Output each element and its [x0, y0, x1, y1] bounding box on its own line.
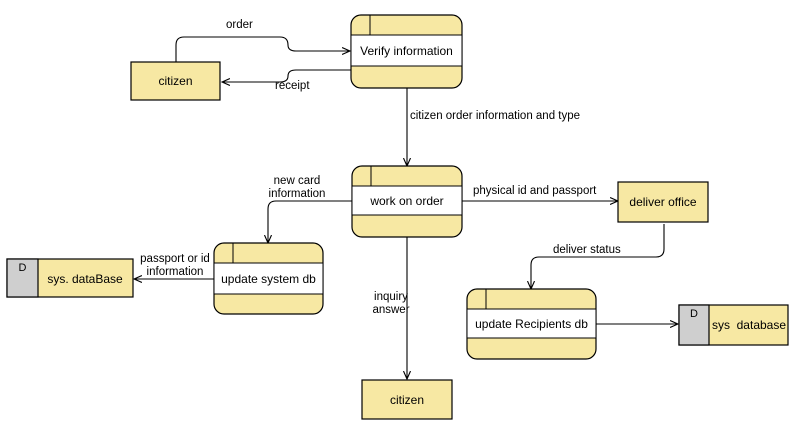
flow-label-order: order [226, 19, 253, 31]
datastore-sys-database-left[interactable]: D sys. dataBase [6, 258, 134, 298]
process-update-system-label: update system db [221, 272, 316, 286]
process-update-recipients-label: update Recipients db [475, 317, 588, 331]
flow-label-receipt: receipt [275, 80, 310, 92]
process-update-system-db[interactable]: update system db [213, 242, 324, 315]
process-work-on-order[interactable]: work on order [351, 165, 463, 238]
entity-deliver-office[interactable]: deliver office [617, 181, 709, 223]
flow-deliver-status-arrow [531, 224, 665, 289]
process-verify-label: Verify information [360, 44, 453, 58]
datastore-left-label: sys. dataBase [47, 272, 123, 286]
flow-label-inquiry-line1: inquiry [374, 291, 408, 303]
flow-receipt-arrow [222, 69, 351, 82]
flow-label-citizen-order-info: citizen order information and type [410, 110, 581, 122]
entity-citizen-top[interactable]: citizen [130, 61, 221, 101]
datastore-sys-database-right[interactable]: D sys database [678, 304, 789, 346]
process-verify-information[interactable]: Verify information [350, 14, 463, 89]
entity-citizen-top-label: citizen [158, 74, 192, 88]
flow-order-arrow [175, 36, 350, 62]
flow-label-passport-line1: passport or id [140, 253, 210, 265]
entity-deliver-office-label: deliver office [629, 195, 696, 209]
process-update-recipients-db[interactable]: update Recipients db [466, 288, 597, 360]
process-work-label: work on order [369, 194, 443, 208]
flow-label-passport: passport or id information [136, 253, 214, 279]
entity-citizen-bottom-label: citizen [390, 393, 424, 407]
datastore-right-label: sys database [712, 318, 786, 332]
flow-label-passport-line2: information [146, 266, 204, 278]
flow-label-new-card-line2: information [268, 188, 326, 200]
flow-label-new-card: new card information [262, 175, 332, 201]
flow-label-deliver-status: deliver status [553, 244, 621, 256]
flow-new-card-arrow [268, 200, 352, 243]
flow-label-physical-id: physical id and passport [473, 185, 597, 197]
datastore-left-id: D [19, 262, 27, 274]
entity-citizen-bottom[interactable]: citizen [361, 379, 453, 420]
flow-label-inquiry: inquiry answer [368, 291, 414, 317]
flow-label-new-card-line1: new card [273, 175, 321, 187]
flow-label-inquiry-line2: answer [372, 304, 410, 316]
datastore-right-id: D [690, 308, 698, 320]
